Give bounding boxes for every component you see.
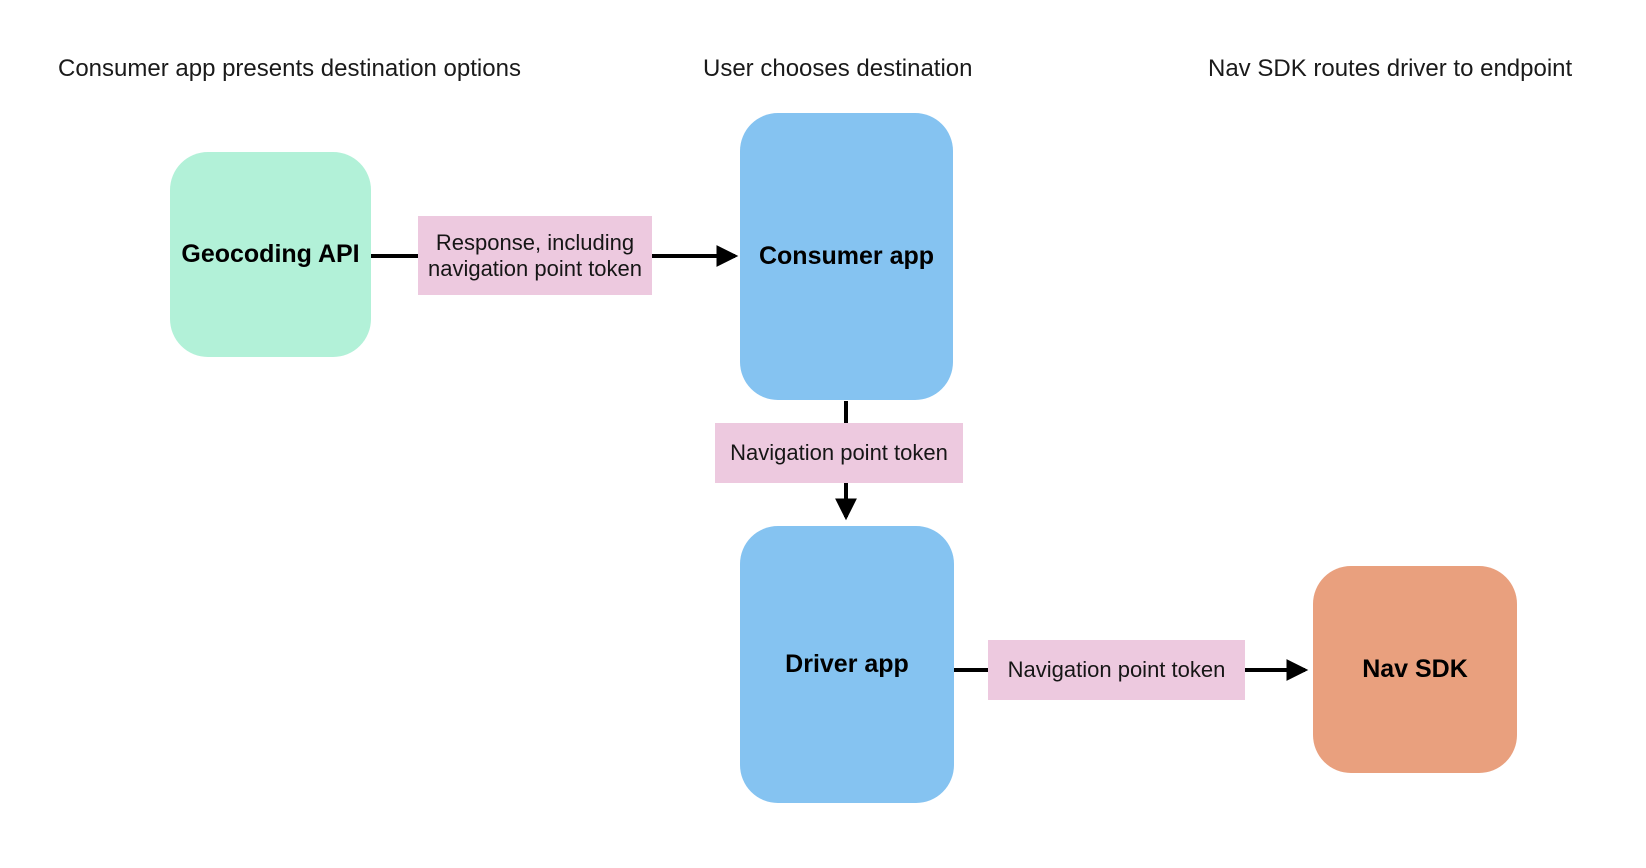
node-consumer-app-label: Consumer app bbox=[758, 242, 935, 270]
stage-header-consumer-presents: Consumer app presents destination option… bbox=[58, 55, 521, 82]
node-geocoding-api-label: Geocoding API bbox=[181, 240, 360, 268]
edge-label-navigation-point-token-2: Navigation point token bbox=[988, 640, 1245, 700]
node-geocoding-api: Geocoding API bbox=[170, 152, 371, 357]
edge-label-navigation-point-token-1: Navigation point token bbox=[715, 423, 963, 483]
node-consumer-app: Consumer app bbox=[740, 113, 953, 400]
edge-label-response-token: Response, including navigation point tok… bbox=[418, 216, 652, 295]
stage-header-navsdk-routes: Nav SDK routes driver to endpoint bbox=[1208, 55, 1573, 82]
stage-header-user-chooses: User chooses destination bbox=[703, 55, 973, 82]
node-nav-sdk: Nav SDK bbox=[1313, 566, 1517, 773]
node-nav-sdk-label: Nav SDK bbox=[1362, 655, 1468, 683]
node-driver-app: Driver app bbox=[740, 526, 954, 803]
node-driver-app-label: Driver app bbox=[785, 650, 909, 678]
